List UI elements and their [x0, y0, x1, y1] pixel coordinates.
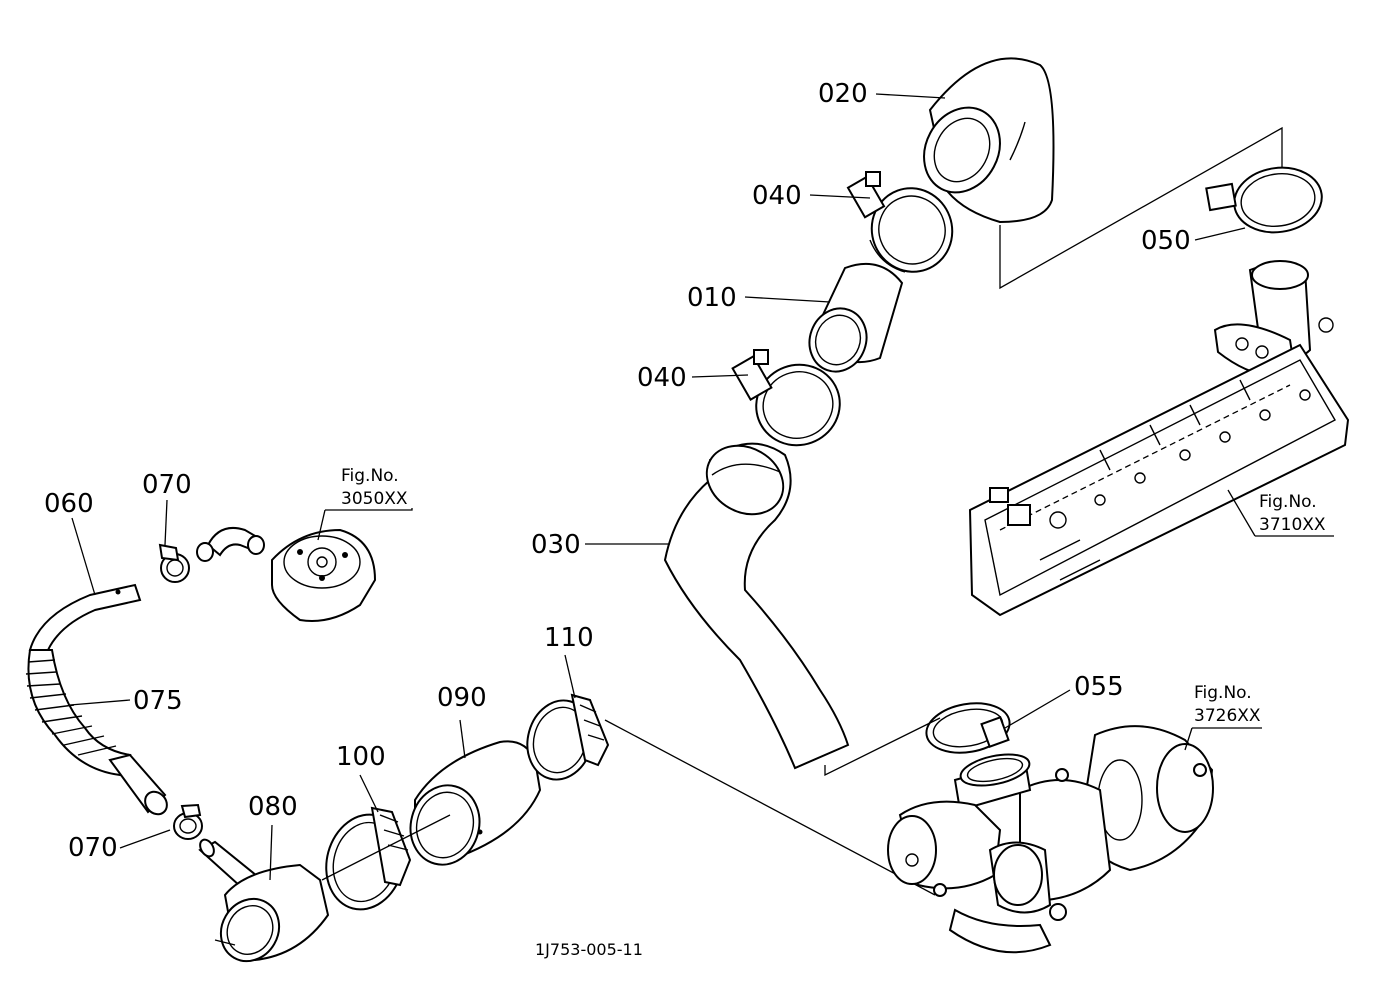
- part-label-100: 100: [336, 742, 386, 772]
- inlet-pipe-080: [198, 838, 330, 963]
- leader-lines: [69, 93, 1334, 881]
- hose-straight-010: [808, 262, 904, 373]
- part-label-020: 020: [818, 79, 868, 109]
- hose-clamp-040-lower: [731, 349, 841, 447]
- part-label-055: 055: [1074, 672, 1124, 702]
- connection-line-080: [214, 939, 236, 946]
- hose-clip-070-upper: [158, 543, 190, 583]
- fig-ref-3710-number: 3710XX: [1259, 515, 1326, 535]
- part-label-040-upper: 040: [752, 181, 802, 211]
- hose-clamp-055: [925, 702, 1011, 754]
- hose-clamp-040-upper: [846, 171, 954, 273]
- connection-line-100: [321, 814, 451, 881]
- part-label-040-lower: 040: [637, 363, 687, 393]
- part-label-075: 075: [133, 686, 183, 716]
- hose-curved-030: [663, 442, 850, 770]
- turbocharger-3726: [887, 725, 1214, 954]
- hose-clamp-050: [1205, 166, 1323, 234]
- part-label-090: 090: [437, 683, 487, 713]
- fig-ref-3726-number: 3726XX: [1194, 706, 1261, 726]
- figure-refs: Fig.No. 3050XX Fig.No. 3710XX Fig.No. 37…: [341, 466, 1326, 726]
- intake-manifold-3710: [968, 260, 1350, 617]
- connection-line-030-turbo: [824, 717, 941, 777]
- fig-ref-3050-title: Fig.No.: [341, 466, 399, 486]
- breather-hose-060: [25, 583, 168, 816]
- drawing-code: 1J753-005-11: [535, 940, 643, 959]
- part-label-070-lower: 070: [68, 833, 118, 863]
- fig-ref-3050-number: 3050XX: [341, 489, 408, 509]
- band-clamp-110: [526, 693, 610, 781]
- fig-ref-3726-title: Fig.No.: [1194, 683, 1252, 703]
- part-label-010: 010: [687, 283, 737, 313]
- part-label-030: 030: [531, 530, 581, 560]
- hose-clip-070-lower: [173, 803, 203, 840]
- part-label-050: 050: [1141, 226, 1191, 256]
- breather-cover-3050: [271, 528, 377, 622]
- connection-line-110-turbo: [604, 719, 936, 896]
- part-label-080: 080: [248, 792, 298, 822]
- part-label-110: 110: [544, 623, 594, 653]
- coupling-hose-090: [409, 740, 542, 866]
- part-labels: 020 040 010 040 030 050 055 060 070 075 …: [44, 79, 1191, 863]
- fig-ref-3710-title: Fig.No.: [1259, 492, 1317, 512]
- hose-elbow-020: [923, 57, 1055, 224]
- band-clamp-100: [325, 806, 412, 911]
- part-label-060: 060: [44, 489, 94, 519]
- part-label-070-upper: 070: [142, 470, 192, 500]
- connection-line-020-050: [999, 126, 1283, 290]
- breather-pipe: [196, 526, 265, 562]
